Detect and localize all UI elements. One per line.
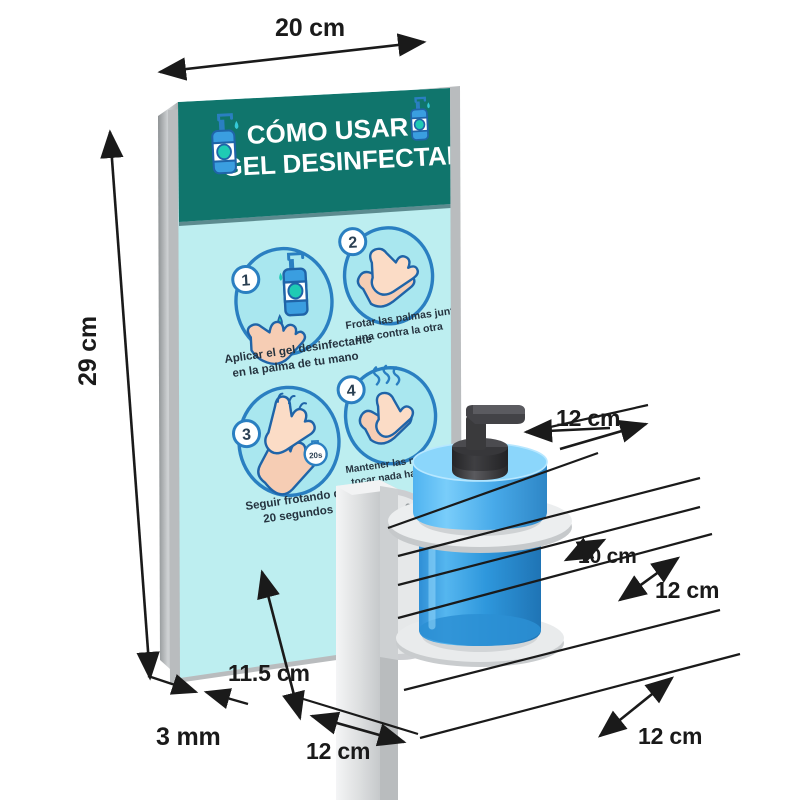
step-badge-number: 2 xyxy=(348,234,358,251)
stopwatch-icon: 20s xyxy=(303,439,328,467)
sanitizer-bottle-icon xyxy=(410,96,430,141)
pump-head-icon xyxy=(452,405,525,480)
step-badge-number: 3 xyxy=(242,426,252,443)
leader-base-depth-a xyxy=(403,608,721,692)
dimline-bracket-depth xyxy=(617,556,681,602)
dimline-poster-width xyxy=(157,33,427,81)
dimension-label-bottle-top-width: 12 cm xyxy=(556,405,621,431)
hands-illustration xyxy=(358,391,415,445)
leader-bottle-dia-b xyxy=(397,505,701,587)
dimension-label-post-height: 11.5 cm xyxy=(228,660,310,686)
dimline-upper-ring-b xyxy=(559,420,649,451)
dimline-thickness-b xyxy=(203,688,249,709)
leader-base-depth-b xyxy=(419,652,741,740)
step-2: 2 xyxy=(338,226,435,326)
dimline-post-height xyxy=(257,569,305,721)
stopwatch-label: 20s xyxy=(309,451,323,461)
leader-upper-ring xyxy=(387,451,599,530)
step-badge-number: 1 xyxy=(241,272,251,289)
hands-illustration xyxy=(257,392,318,496)
dimline-bottle-diameter xyxy=(563,537,607,563)
leader-bottle-dia-a xyxy=(397,476,701,558)
step-4: 4 xyxy=(336,364,438,466)
dimension-label-base-plate-depth: 12 cm xyxy=(638,723,703,749)
dimension-label-poster-height: 29 cm xyxy=(74,316,102,386)
dimline-thickness-a xyxy=(147,674,199,695)
dimline-post-width xyxy=(309,711,407,747)
dimension-label-bottle-diameter: 10 cm xyxy=(578,545,637,568)
step-1: 1 xyxy=(231,246,334,366)
dimension-label-post-width: 12 cm xyxy=(306,738,371,764)
dimline-upper-ring-a xyxy=(523,419,611,443)
dimension-label-bracket-depth: 12 cm xyxy=(655,577,720,603)
sanitizer-bottle-icon xyxy=(211,113,239,175)
header-shadow-line xyxy=(179,204,451,226)
dimline-base-depth xyxy=(597,676,675,738)
poster-header-band xyxy=(178,88,451,222)
steam-lines-icon xyxy=(372,364,401,386)
step-3: 20s 3 xyxy=(232,385,341,498)
dimension-label-poster-width: 20 cm xyxy=(275,14,345,42)
dimline-poster-height xyxy=(100,129,160,681)
step-badge-number: 4 xyxy=(346,383,356,400)
dimension-label-poster-thickness: 3 mm xyxy=(156,723,221,751)
hands-illustration xyxy=(356,247,420,308)
bottle-upper-cylinder xyxy=(412,442,548,530)
leader-bracket-depth xyxy=(397,532,713,620)
hand-illustration xyxy=(246,320,307,366)
